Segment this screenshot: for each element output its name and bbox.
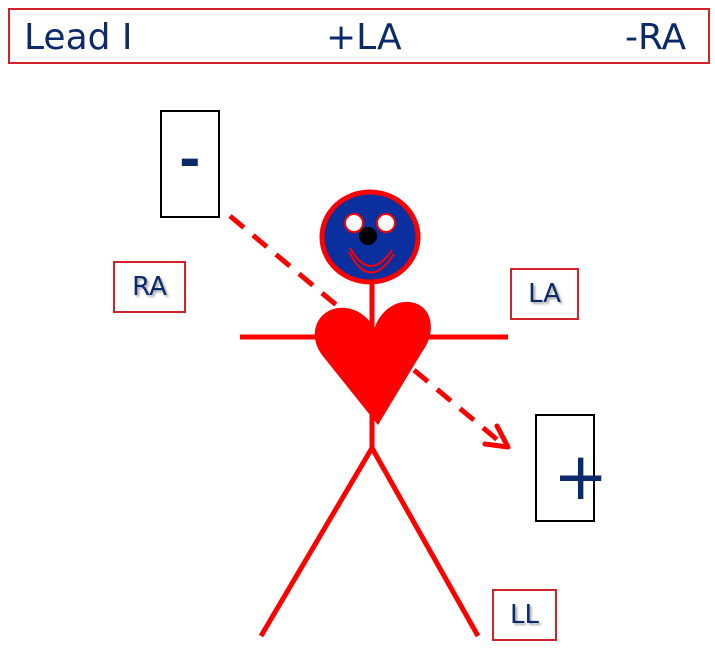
negative-polarity-box: - — [160, 110, 220, 218]
ll-label-box: LL — [492, 589, 557, 641]
right-leg-line — [369, 446, 481, 638]
heart-icon — [314, 301, 431, 425]
positive-polarity-box: + — [535, 414, 608, 522]
left-leg-line — [258, 446, 375, 638]
minus-icon: - — [179, 130, 201, 190]
positive-electrode-label: +LA — [326, 17, 402, 58]
la-label-box: LA — [510, 268, 579, 320]
negative-electrode-label: -RA — [625, 17, 687, 58]
plus-icon: + — [553, 438, 609, 515]
lead-title: Lead I — [24, 17, 133, 58]
arrowhead-icon — [482, 423, 511, 450]
ra-label-box: RA — [113, 261, 186, 313]
lead-header: Lead I +LA -RA — [8, 8, 710, 64]
la-label: LA — [528, 279, 561, 309]
face-icon — [319, 189, 421, 285]
ra-label: RA — [132, 272, 167, 302]
ll-label: LL — [510, 600, 539, 630]
